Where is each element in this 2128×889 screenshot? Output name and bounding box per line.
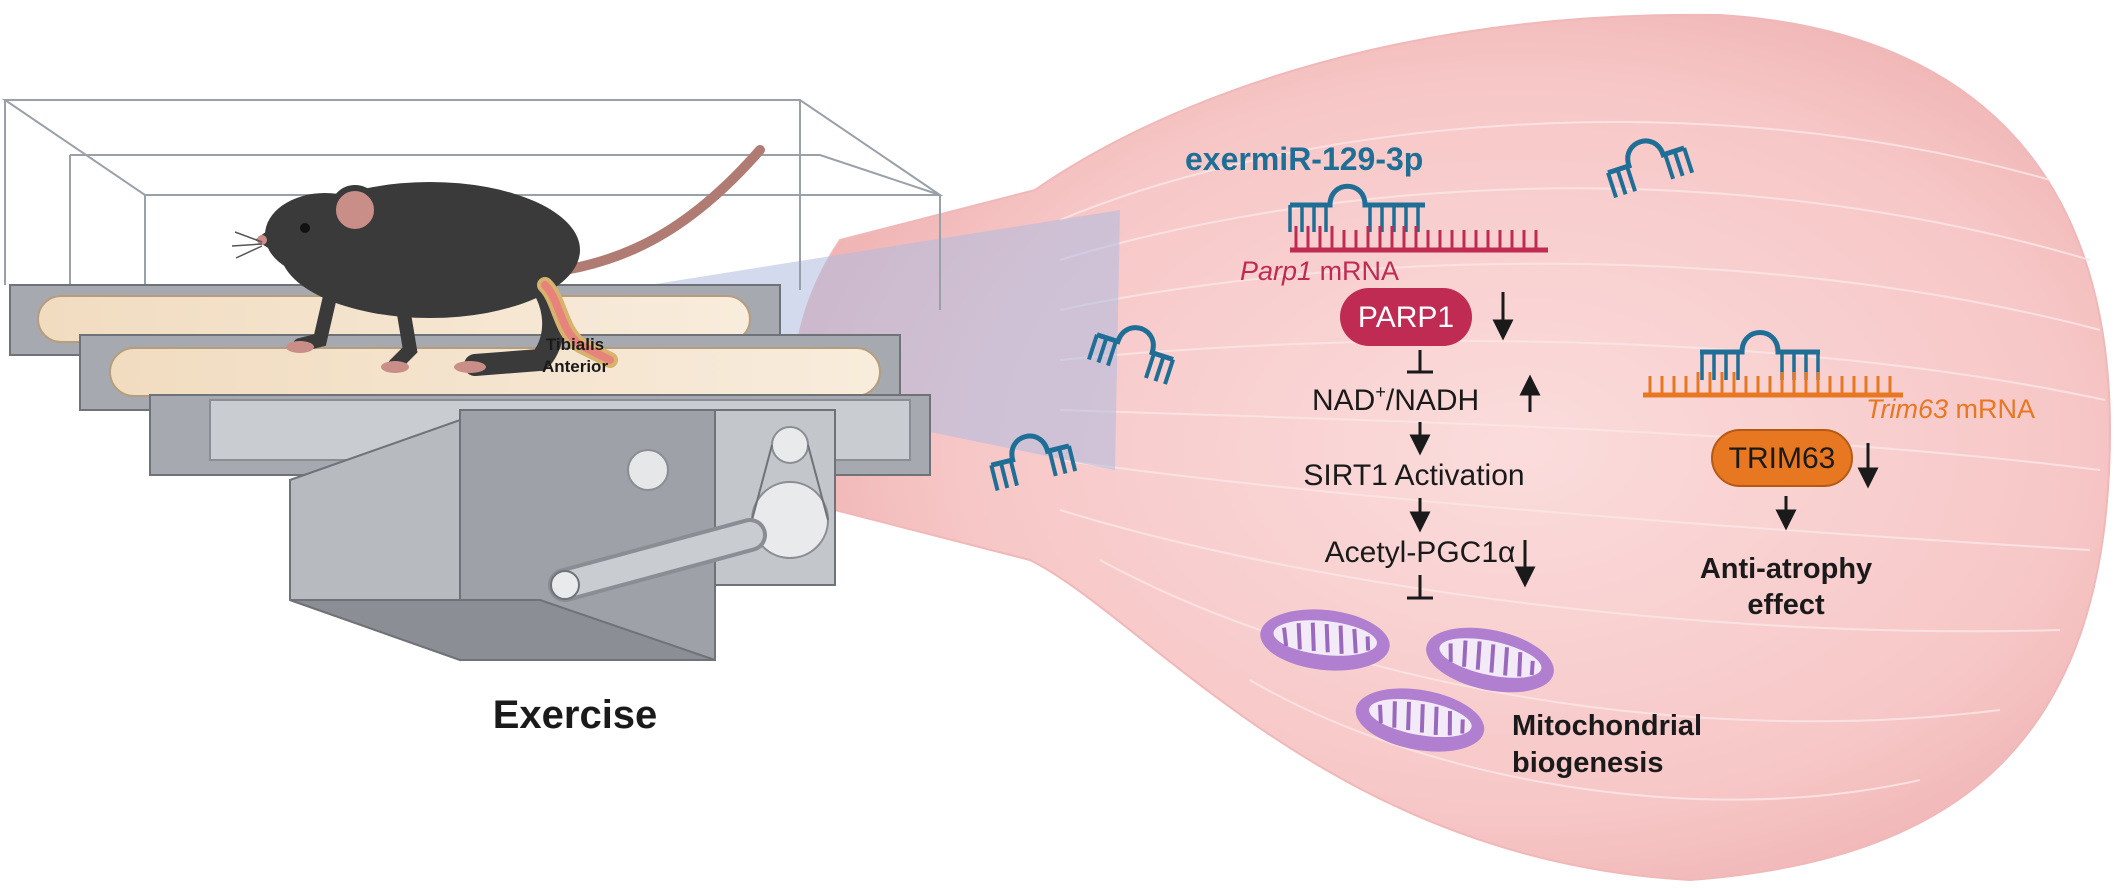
mirna-name: exermiR-129-3p: [1185, 141, 1423, 177]
anti-atrophy-line2: effect: [1747, 589, 1825, 621]
trim63-gene-italic: Trim63: [1866, 394, 1948, 424]
sirt1-label: SIRT1 Activation: [1303, 459, 1524, 492]
mitochondrion: [1355, 688, 1485, 752]
parp1-gene-italic: Parp1: [1240, 256, 1312, 286]
nad-superscript: +: [1375, 382, 1386, 402]
mirna-duplex-trim63: [1643, 330, 1903, 398]
mouse-illustration: [231, 145, 765, 376]
parp1-protein-pill: [1340, 288, 1472, 346]
muscle-fibers: [1059, 121, 2106, 801]
mito-label-line1: Mitochondrial: [1512, 710, 1702, 742]
anti-atrophy-line1: Anti-atrophy: [1700, 553, 1872, 585]
parp1-mrna-suffix: mRNA: [1312, 256, 1399, 286]
mirna-duplex-parp1: [1288, 183, 1548, 253]
trim63-protein-label: TRIM63: [1729, 442, 1836, 475]
nad-suffix: /NADH: [1386, 384, 1479, 417]
mitochondrion: [1426, 627, 1554, 693]
mito-label-line2: biogenesis: [1512, 747, 1664, 779]
tibialis-label-line2: Anterior: [542, 357, 609, 376]
acetyl-pgc1a-label: Acetyl-PGC1α: [1325, 536, 1516, 569]
muscle-tissue: [793, 13, 2112, 882]
treadmill-illustration: [1, 99, 944, 662]
tibialis-label-line1: Tibialis: [546, 335, 604, 354]
parp1-mrna-label: Parp1 mRNA: [1240, 256, 1399, 286]
parp1-inhibits-nad: [1407, 350, 1433, 374]
mitochondrion: [1260, 609, 1390, 671]
nad-prefix: NAD: [1312, 384, 1375, 417]
nad-label: NAD+/NADH: [1312, 382, 1479, 417]
trim63-mrna-label: Trim63 mRNA: [1866, 394, 2035, 424]
trim63-mrna-suffix: mRNA: [1948, 394, 2035, 424]
acetyl-inhibits-mito: [1407, 575, 1433, 600]
trim63-protein-pill: [1711, 429, 1853, 487]
exercise-label: Exercise: [493, 693, 658, 737]
parp1-protein-label: PARP1: [1358, 301, 1454, 334]
